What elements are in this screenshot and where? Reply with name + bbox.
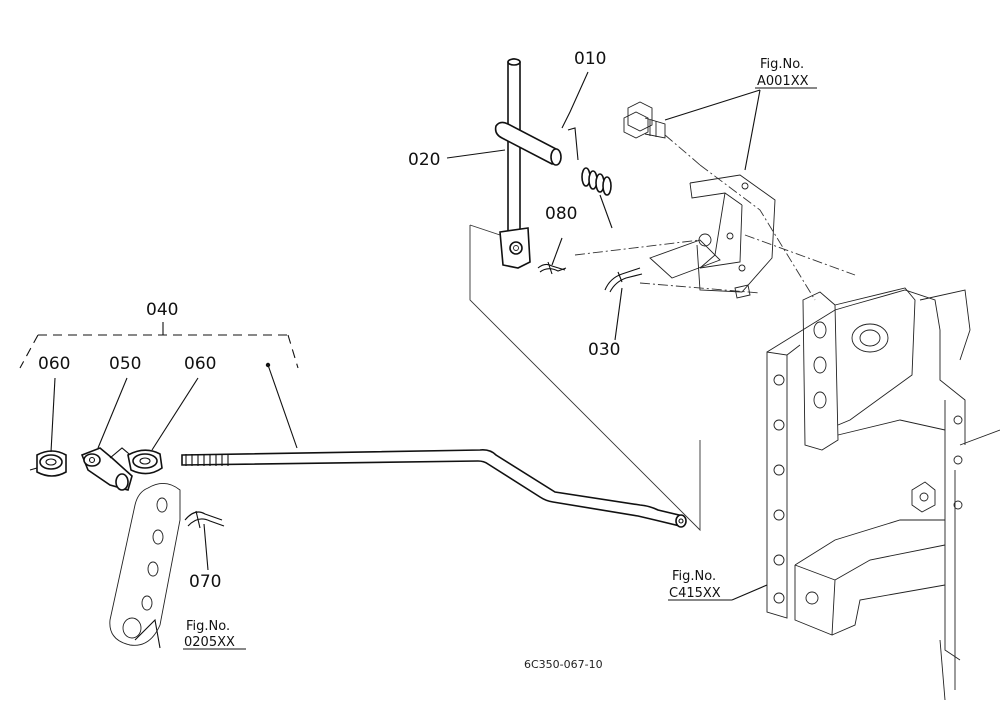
hair-pin-070 (184, 510, 225, 529)
part-label-040: 040 (146, 300, 178, 320)
vertical-lever-rod (494, 58, 613, 269)
figure-reference-0205xx: Fig.No. 0205XX (184, 619, 235, 650)
fig-code: 0205XX (184, 635, 235, 650)
figure-reference-a001xx: Fig.No. A001XX (757, 57, 809, 89)
rod-threads (185, 454, 229, 466)
part-label-020: 020 (408, 150, 440, 170)
nut-left (29, 450, 67, 477)
fig-caption: Fig.No. (760, 57, 804, 72)
assembly-bracket (19, 322, 299, 369)
long-rod (181, 449, 687, 528)
part-label-010: 010 (574, 49, 606, 69)
leader-lines (50, 71, 817, 650)
part-label-080: 080 (545, 204, 577, 224)
drawing-code: 6C350-067-10 (524, 658, 603, 671)
snap-pin-030 (604, 267, 643, 293)
snap-pin-080 (537, 261, 567, 275)
linkage-plane (469, 224, 701, 532)
nut-right (127, 449, 163, 475)
part-label-060-right: 060 (184, 354, 216, 374)
part-label-060-left: 060 (38, 354, 70, 374)
lever-plate (109, 483, 181, 646)
part-label-030: 030 (588, 340, 620, 360)
fig-caption: Fig.No. (672, 569, 716, 584)
frame-plates (766, 287, 1000, 701)
part-label-070: 070 (189, 572, 221, 592)
fig-code: C415XX (669, 586, 721, 601)
spring (567, 127, 613, 229)
part-labels: 010 020 030 040 050 060 060 070 080 (38, 49, 620, 592)
mounting-bracket (574, 101, 856, 301)
fig-code: A001XX (757, 74, 809, 89)
ball-joint (80, 447, 135, 491)
figure-reference-c415xx: Fig.No. C415XX (669, 569, 721, 601)
fig-caption: Fig.No. (186, 619, 230, 634)
part-label-050: 050 (109, 354, 141, 374)
hex-bolt (623, 101, 666, 139)
